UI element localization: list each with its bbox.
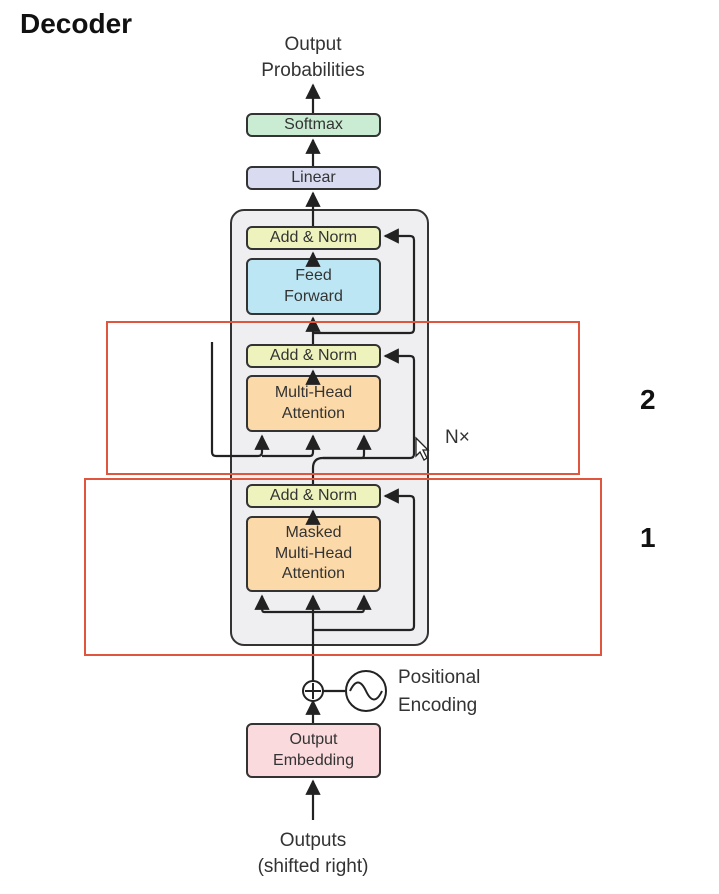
nx-label: N× [445, 427, 470, 448]
outputs-shifted-right-label: Outputs (shifted right) [257, 830, 369, 877]
highlight-box-upper [106, 321, 580, 475]
linear-block: Linear [246, 166, 381, 190]
softmax-block: Softmax [246, 113, 381, 137]
masked-multi-head-attention-block: Masked Multi-Head Attention [246, 516, 381, 592]
output-probabilities-label: Output Probabilities [261, 34, 365, 81]
add-norm-mid-block: Add & Norm [246, 344, 381, 368]
highlight-label-upper: 2 [640, 384, 656, 415]
output-embedding-block: Output Embedding [246, 723, 381, 778]
highlight-label-lower: 1 [640, 522, 656, 553]
highlight-box-lower [84, 478, 602, 656]
add-operator-icon [302, 680, 324, 702]
add-norm-top-block: Add & Norm [246, 226, 381, 250]
diagram-title: Decoder [20, 8, 133, 39]
mouse-cursor-icon [415, 436, 430, 461]
add-norm-bottom-block: Add & Norm [246, 484, 381, 508]
sine-wave-icon [345, 670, 387, 712]
positional-encoding-label: Positional Encoding [398, 667, 481, 716]
feed-forward-block: Feed Forward [246, 258, 381, 315]
